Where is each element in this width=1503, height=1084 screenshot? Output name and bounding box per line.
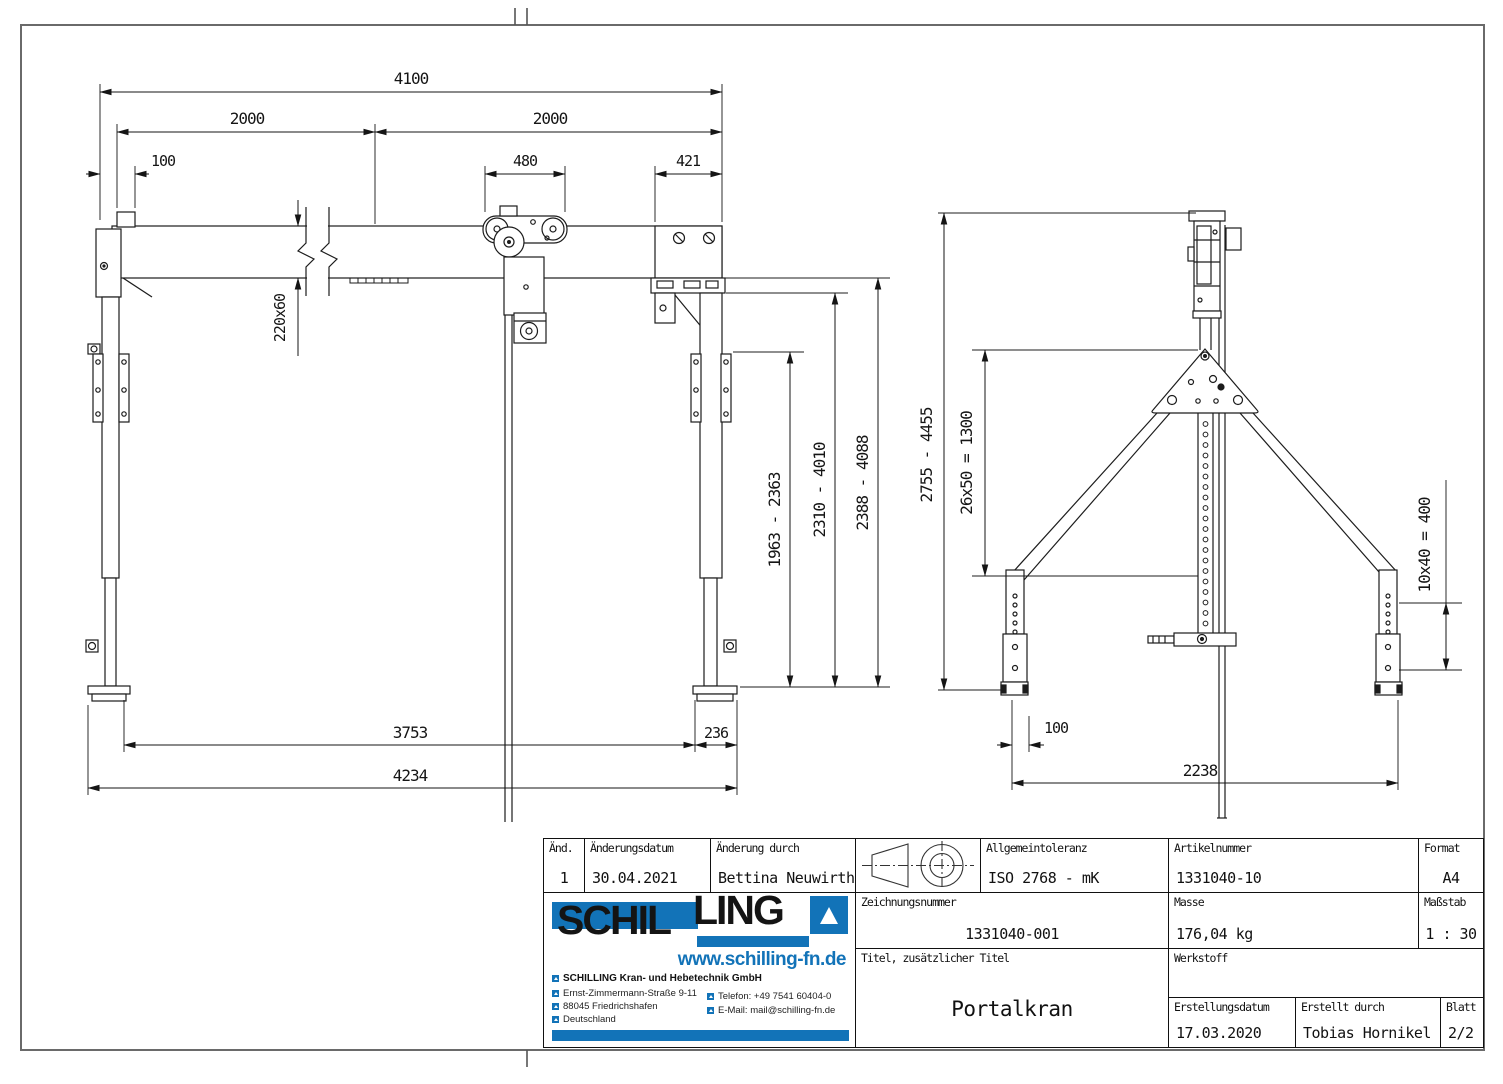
side-view [938,210,1462,819]
logo-company-line: SCHILLING Kran- und Hebetechnik GmbH [552,973,762,984]
dim-mast-hole-pattern: 26x50 = 1300 [957,411,976,515]
rev-date-value: 30.04.2021 [592,869,678,887]
rev-label: Änd. [549,841,574,855]
sheet-no-value: 2/2 [1448,1024,1474,1042]
logo-cell: SCHIL LING www.schilling-fn.de SCHILLING… [543,892,856,1048]
titleblock-article-cell: Artikelnummer 1331040-10 [1168,838,1419,893]
bullet-icon [707,993,714,1000]
dim-total-width: 4100 [394,69,429,88]
titleblock-format-cell: Format A4 [1418,838,1484,893]
bullet-icon [707,1007,714,1014]
logo-brand-part1: SCHIL [557,897,672,943]
sheet-no-label: Blatt [1446,1000,1477,1014]
article-label: Artikelnummer [1174,841,1252,855]
front-view-dimensions: 4100 2000 2000 100 480 421 220x60 1963 -… [86,69,882,795]
drawing-no-label: Zeichnungsnummer [861,895,957,909]
logo-underbar [697,936,809,947]
titleblock-revdate-cell: Änderungsdatum 30.04.2021 [584,838,711,893]
dim-span-inner: 3753 [393,723,428,742]
dim-span-total: 4234 [393,766,428,785]
tolerance-label: Allgemeintoleranz [986,841,1088,855]
scale-label: Maßstab [1424,895,1466,909]
logo-brand-part2: LING [693,892,785,933]
dim-bracket-width: 421 [676,152,701,170]
title-value: Portalkran [951,997,1073,1021]
dim-half-left: 2000 [230,109,265,128]
material-label: Werkstoff [1174,951,1228,965]
logo-website: www.schilling-fn.de [677,949,847,970]
sheet-frame [20,8,1485,1067]
rev-value: 1 [559,869,569,887]
logo-triangle-icon [810,896,848,934]
tolerance-value: ISO 2768 - mK [988,869,1099,887]
dim-leg-hole-pattern: 10x40 = 400 [1415,497,1434,592]
logo-phone-line: Telefon: +49 7541 60404-0 [707,991,831,1002]
dim-height-range-1: 1963 - 2363 [765,472,784,567]
titleblock-revby-cell: Änderung durch Bettina Neuwirth [710,838,856,893]
rev-by-label: Änderung durch [716,841,800,855]
logo-address-line-2: 88045 Friedrichshafen [552,1001,658,1012]
titleblock-drawingno-cell: Zeichnungsnummer 1331040-001 [855,892,1169,949]
titleblock-created-cell: Erstellungsdatum 17.03.2020 [1168,997,1296,1048]
dim-base-width: 2238 [1183,761,1218,780]
dim-height-range: 2755 - 4455 [917,407,936,502]
projection-symbol-cell [855,838,981,893]
rev-by-value: Bettina Neuwirth [718,869,855,887]
scale-value: 1 : 30 [1425,925,1477,943]
logo-email-line: E-Mail: mail@schilling-fn.de [707,1005,835,1016]
titleblock-rev-cell: Änd. 1 [543,838,585,893]
side-view-dimensions: 2755 - 4455 26x50 = 1300 10x40 = 400 100… [917,212,1450,790]
logo-bottom-bar [552,1030,849,1041]
titleblock-mass-cell: Masse 176,04 kg [1168,892,1419,949]
logo-flag-bar [552,902,698,929]
dim-trolley-width: 480 [513,152,538,170]
dim-beam-section: 220x60 [271,293,289,342]
drawing-no-value: 1331040-001 [965,925,1059,943]
fold-mark [514,8,528,1067]
bullet-icon [552,975,559,982]
format-label: Format [1424,841,1461,855]
created-by-label: Erstellt durch [1301,1000,1385,1014]
created-label: Erstellungsdatum [1174,1000,1270,1014]
titleblock-material-cell: Werkstoff [1168,948,1484,998]
logo-address-line-1: Ernst-Zimmermann-Straße 9-11 [552,988,697,999]
titleblock-createdby-cell: Erstellt durch Tobias Hornikel [1295,997,1441,1048]
mass-value: 176,04 kg [1176,925,1253,943]
titleblock-tolerance-cell: Allgemeintoleranz ISO 2768 - mK [980,838,1169,893]
rev-date-label: Änderungsdatum [590,841,674,855]
dim-foot-offset: 100 [1044,719,1069,737]
front-view [85,205,890,822]
dim-offset-left: 100 [151,152,176,170]
dim-height-range-2: 2310 - 4010 [810,442,829,537]
title-block: Änd. 1 Änderungsdatum 30.04.2021 Änderun… [543,838,1484,1048]
logo-address-line-3: Deutschland [552,1014,616,1025]
titleblock-title-cell: Titel, zusätzlicher Titel Portalkran [855,948,1169,1048]
dim-span-right: 236 [704,724,729,742]
mass-label: Masse [1174,895,1205,909]
projection-symbol [862,841,974,890]
article-value: 1331040-10 [1176,869,1262,887]
bullet-icon [552,1003,559,1010]
titleblock-scale-cell: Maßstab 1 : 30 [1418,892,1484,949]
dim-half-right: 2000 [533,109,568,128]
title-label: Titel, zusätzlicher Titel [861,951,1010,965]
dim-height-range-3: 2388 - 4088 [853,435,872,530]
created-by-value: Tobias Hornikel [1303,1024,1431,1042]
bullet-icon [552,990,559,997]
created-value: 17.03.2020 [1176,1024,1262,1042]
bullet-icon [552,1016,559,1023]
format-value: A4 [1442,869,1460,887]
titleblock-sheetno-cell: Blatt 2/2 [1440,997,1484,1048]
